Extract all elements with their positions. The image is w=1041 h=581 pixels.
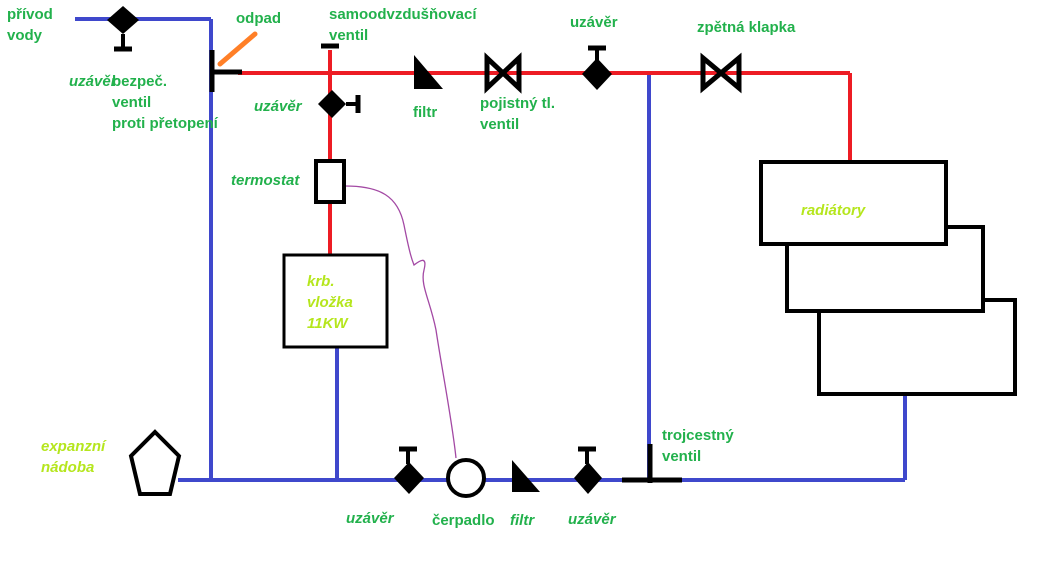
radiators-label: radiátory bbox=[801, 202, 866, 219]
pressure-relief-valve bbox=[484, 52, 522, 94]
top-filter-label: filtr bbox=[413, 104, 438, 121]
pump-label: čerpadlo bbox=[432, 512, 495, 529]
branch-shutoff-label: uzávěr bbox=[254, 98, 302, 115]
radiators bbox=[759, 160, 1017, 396]
supply-pipes bbox=[238, 50, 852, 255]
bottom-filter-label: filtr bbox=[510, 512, 535, 529]
water-inlet-label: přívod vody bbox=[7, 6, 53, 44]
safety-valve-label: bezpeč. ventil proti přetopení bbox=[112, 71, 218, 132]
circulation-pump bbox=[446, 458, 486, 498]
thermostat bbox=[314, 159, 346, 204]
bottom-left-shutoff-label: uzávěr bbox=[346, 510, 394, 527]
bottom-right-shutoff-valve bbox=[574, 446, 602, 494]
check-valve bbox=[700, 52, 742, 94]
drain-label: odpad bbox=[236, 10, 281, 27]
inlet-shutoff-label: uzávěr bbox=[69, 73, 117, 90]
top-shutoff-valve bbox=[582, 45, 612, 90]
thermostat-sensor-wire bbox=[344, 185, 457, 459]
return-pipes bbox=[75, 17, 907, 482]
fireplace-insert-label: krb. vložka 11KW bbox=[307, 273, 353, 332]
fireplace-insert bbox=[282, 253, 389, 349]
top-filter bbox=[414, 55, 443, 89]
safety-valve bbox=[209, 50, 242, 92]
expansion-tank bbox=[128, 429, 182, 496]
branch-shutoff-valve bbox=[318, 90, 361, 118]
radiator-1 bbox=[759, 160, 948, 246]
bottom-left-shutoff-valve bbox=[394, 446, 424, 494]
top-shutoff-label: uzávěr bbox=[570, 14, 618, 31]
three-way-valve bbox=[622, 444, 682, 483]
thermostat-label: termostat bbox=[231, 172, 300, 189]
safety-valve-text: bezpeč. ventil proti přetopení bbox=[112, 73, 218, 132]
air-vent-label: samoodvzdušňovací ventil bbox=[329, 6, 477, 44]
pressure-relief-label: pojistný tl. ventil bbox=[480, 95, 555, 133]
three-way-valve-label: trojcestný ventil bbox=[662, 427, 734, 465]
bottom-right-shutoff-label: uzávěr bbox=[568, 511, 616, 528]
drain-pipe bbox=[217, 31, 258, 67]
check-valve-label: zpětná klapka bbox=[697, 19, 796, 36]
inlet-shutoff-valve bbox=[107, 6, 139, 52]
bottom-filter bbox=[512, 460, 540, 492]
expansion-tank-label: expanzní nádoba bbox=[41, 438, 106, 476]
radiator-3 bbox=[817, 298, 1017, 396]
